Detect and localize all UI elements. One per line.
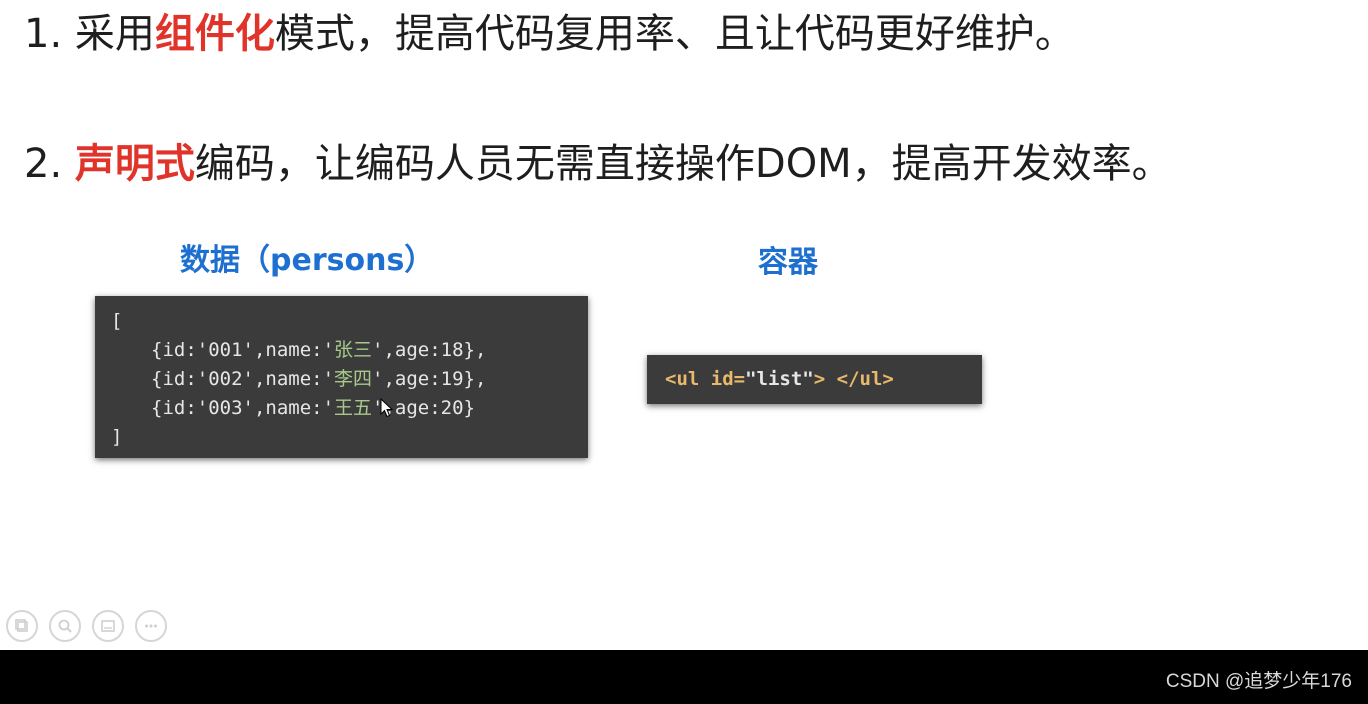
bullet-1-suffix: 模式，提高代码复用率、且让代码更好维护。 [274,11,1075,57]
bullet-point-2: 2. 声明式编码，让编码人员无需直接操作DOM，提高开发效率。 [24,140,1172,188]
ul-open-tag: <ul [665,368,700,390]
code-row: {id:'001',name:'张三',age:18}, [111,336,486,365]
watermark-text: CSDN @追梦少年176 [1165,671,1352,692]
container-code-block: <ul id="list"> </ul> [647,355,982,404]
bullet-point-1: 1. 采用组件化模式，提高代码复用率、且让代码更好维护。 [24,10,1075,58]
more-icon[interactable] [135,610,167,642]
code-row: {id:'002',name:'李四',age:19}, [111,365,486,394]
code-row-post: ',age:18}, [372,339,487,361]
code-row: {id:'003',name:'王五',age:20} [111,394,486,423]
data-section-title: 数据（persons） [180,243,435,278]
ul-attr: id= [699,368,746,390]
copy-slides-icon[interactable] [6,610,38,642]
bullet-2-prefix: 2. [24,141,75,187]
footer-bar: CSDN @追梦少年176 [0,650,1368,704]
ul-attr-value: "list" [745,368,814,390]
code-row-pre: {id:'002',name:' [151,368,335,390]
code-close-bracket: ] [111,426,123,448]
bullet-1-prefix: 1. 采用 [24,11,155,57]
code-row-post: ',age:20} [372,397,475,419]
code-row-name: 张三 [334,339,373,361]
ul-code: <ul id="list"> </ul> [665,365,894,394]
bullet-2-suffix: 编码，让编码人员无需直接操作DOM，提高开发效率。 [194,141,1172,187]
code-row-pre: {id:'003',name:' [151,397,335,419]
ul-end-tag: </ul> [825,368,894,390]
code-open-bracket: [ [111,310,123,332]
container-section-title: 容器 [758,245,818,280]
zoom-icon[interactable] [49,610,81,642]
code-row-name: 王五 [334,397,373,419]
code-row-pre: {id:'001',name:' [151,339,335,361]
ul-open-close: > [813,368,826,390]
code-row-name: 李四 [334,368,373,390]
mouse-pointer-icon [380,398,394,418]
bullet-1-highlight: 组件化 [154,11,275,57]
presentation-toolbar [6,610,167,642]
bullet-2-highlight: 声明式 [74,141,195,187]
code-row-post: ',age:19}, [372,368,487,390]
persons-code-block: [ {id:'001',name:'张三',age:18}, {id:'002'… [95,296,588,458]
slide-view-icon[interactable] [92,610,124,642]
